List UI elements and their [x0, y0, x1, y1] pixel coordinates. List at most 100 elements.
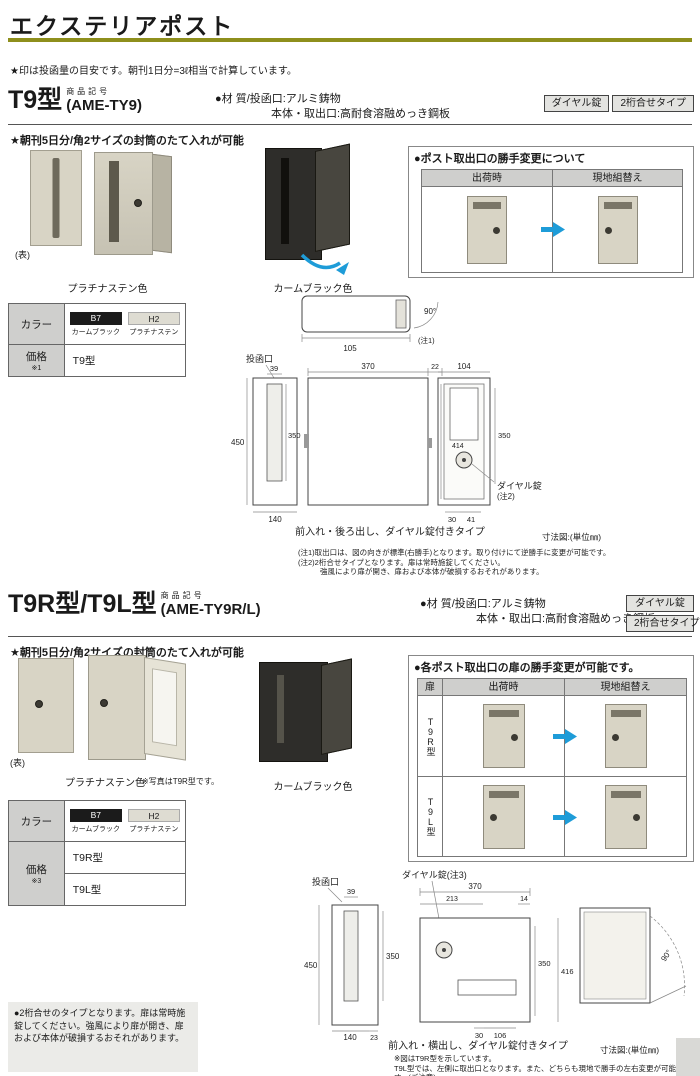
s2-price-rows: 価格 ※3 T9R型 T9L型: [9, 841, 185, 905]
dim-back-width: 104: [457, 362, 471, 371]
s2-row-label-t9l: T9L型: [418, 777, 442, 856]
dim-back-height: 414: [452, 443, 464, 450]
mailbox-face: [94, 152, 154, 255]
mailbox-open-door: [315, 143, 351, 253]
chip-code: H2: [127, 808, 180, 822]
chip-code: H2: [127, 311, 180, 325]
s2-panel-table-head: 扉 出荷時 現地組替え: [418, 679, 686, 696]
s2-slot-label: 投函口: [312, 876, 339, 887]
blue-arrow-icon: [541, 222, 565, 237]
dial-knob: [632, 814, 640, 822]
color-chip-h2: H2 プラチナステン: [125, 808, 183, 834]
mini-mailbox: [482, 704, 525, 768]
s2-material-line1: ●材 質/投函口:アルミ鋳物: [420, 598, 546, 610]
s2-bottom-note-2: T9L型では、左側に取出口となります。また、どちらも現地で勝手の左右変更が可能で…: [394, 1063, 683, 1076]
page-title: エクステリアポスト: [10, 13, 235, 39]
dim-face-width: 370: [468, 882, 482, 891]
blue-arrow-icon: [553, 810, 577, 825]
s1-color-chips: B7 カームブラック H2 プラチナステン: [65, 304, 185, 344]
color-chip-b7: B7 カームブラック: [67, 808, 125, 834]
mailbox-body: [264, 148, 322, 260]
color-chip-b7: B7 カームブラック: [67, 311, 125, 337]
s1-panel-img-onsite: [552, 187, 682, 272]
page-edge-tab: [676, 1038, 700, 1076]
s2-model-row: T9R型/T9L型 商品記号 (AME-TY9R/L): [8, 590, 261, 618]
dial-knob: [510, 733, 518, 741]
s2-photo1-caption: プラチナステン色: [65, 778, 145, 789]
mini-mailbox: [604, 784, 647, 849]
s2-feature: ★朝刊5日分/角2サイズの封筒のたて入れが可能: [10, 647, 244, 659]
mail-slot: [281, 157, 290, 244]
dial-knob: [100, 699, 109, 708]
s2-code-stack: 商品記号 (AME-TY9R/L): [161, 592, 261, 618]
s2-price-model-t9r: T9R型: [64, 842, 185, 874]
dim-top-angle: 90°: [424, 307, 436, 316]
s2-t9l-img-shipping: [442, 777, 564, 856]
s1-material-line2: 本体・取出口:高耐食溶融めっき鋼板: [271, 108, 451, 120]
dim-front-width: 39: [347, 887, 355, 896]
s2-badge-dial-lock: ダイヤル錠: [626, 595, 694, 612]
s2-model-name: T9R型/T9L型: [8, 590, 157, 618]
s1-back-view: [437, 371, 496, 513]
dim-back-bottom2: 41: [467, 515, 475, 524]
mailbox-side: [320, 658, 353, 755]
s2-front-view: [318, 896, 384, 1032]
row-label-text: T9L型: [425, 797, 436, 836]
dim-front-slot-height: 350: [288, 431, 301, 440]
door-handle: [277, 674, 285, 744]
chip-code: B7: [69, 808, 122, 822]
s2-color-header: カラー: [9, 801, 65, 841]
s1-top-note: (注1): [418, 335, 435, 345]
s2-panel-row-t9l: T9L型: [418, 776, 686, 856]
s1-photo-black: [262, 143, 354, 260]
s2-color-price-table: カラー B7 カームブラック H2 プラチナステン 価格 ※3 T9R型 T9L…: [8, 800, 186, 906]
s1-color-header: カラー: [9, 304, 65, 344]
s1-side-view: [304, 368, 443, 506]
row-label-text: T9R型: [425, 716, 436, 756]
s1-material-line1: ●材 質/投函口:アルミ鋳物: [215, 93, 341, 105]
s2-panel-row-t9r: T9R型: [418, 696, 686, 776]
s1-product-code-label: 商品記号: [66, 87, 111, 96]
s2-dimension-drawing: ダイヤル錠(注3) 投函口 39 450 350 140 23: [304, 869, 687, 1055]
s2-row-label-t9r: T9R型: [418, 696, 442, 776]
s1-model-name: T9型: [8, 86, 63, 114]
dim-face-h2: 416: [561, 967, 574, 976]
dim-face-w2: 14: [520, 896, 528, 903]
mail-slot: [52, 157, 60, 239]
s2-price-model-t9l: T9L型: [72, 884, 102, 896]
s1-panel-col-shipping: 出荷時: [472, 173, 502, 184]
dim-top-width: 105: [343, 344, 357, 353]
dial-knob: [604, 226, 612, 234]
s2-drawing-unit: 寸法図:(単位㎜): [600, 1045, 659, 1055]
s2-photo-black: [256, 658, 354, 762]
s2-price-models: T9R型 T9L型: [64, 842, 185, 905]
s2-material-block: ●材 質/投函口:アルミ鋳物 本体・取出口:高耐食溶融めっき鋼板: [420, 597, 655, 627]
dim-side-depth: 22: [431, 364, 439, 371]
s2-header-rule: [8, 636, 692, 637]
dial-knob: [489, 814, 497, 822]
s1-panel-table-head: 出荷時 現地組替え: [422, 170, 682, 187]
s1-price-model: T9型: [72, 355, 96, 367]
s2-dial-label: ダイヤル錠(注3): [402, 869, 467, 880]
s1-footnotes: (注1)取出口は、図の向きが標準(右勝手)となります。取り付けにて逆勝手に変更が…: [298, 548, 628, 577]
s2-badges: ダイヤル錠 2桁合せタイプ: [626, 595, 700, 632]
s2-swing-view: [579, 907, 687, 1004]
s1-badges: ダイヤル錠 2桁合せタイプ: [543, 95, 694, 112]
dim-front-height: 450: [231, 438, 245, 447]
s1-panel-col-onsite: 現地組替え: [552, 170, 682, 186]
s2-badge-two-digit: 2桁合せタイプ: [626, 615, 700, 632]
dim-face-h1: 350: [538, 959, 551, 968]
dim-back-bottom1: 30: [448, 515, 456, 524]
color-chip-h2: H2 プラチナステン: [125, 311, 183, 337]
s1-dial-label: ダイヤル錠: [497, 480, 542, 491]
dim-face-b2: 106: [494, 1031, 507, 1040]
page-note: ★印は投函量の目安です。朝刊1日分=3ℓ相当で計算しています。: [10, 66, 297, 77]
price-label: 価格: [25, 351, 47, 363]
s1-photo2-caption: カームブラック色: [273, 284, 353, 295]
s1-drawing-unit: 寸法図:(単位㎜): [542, 532, 601, 542]
price-note: ※1: [31, 365, 42, 372]
mail-slot: [473, 201, 501, 209]
s1-dimension-drawing: 105 90° (注1) 投函口 39 450 350 140: [231, 295, 601, 542]
mail-slot: [108, 161, 119, 242]
